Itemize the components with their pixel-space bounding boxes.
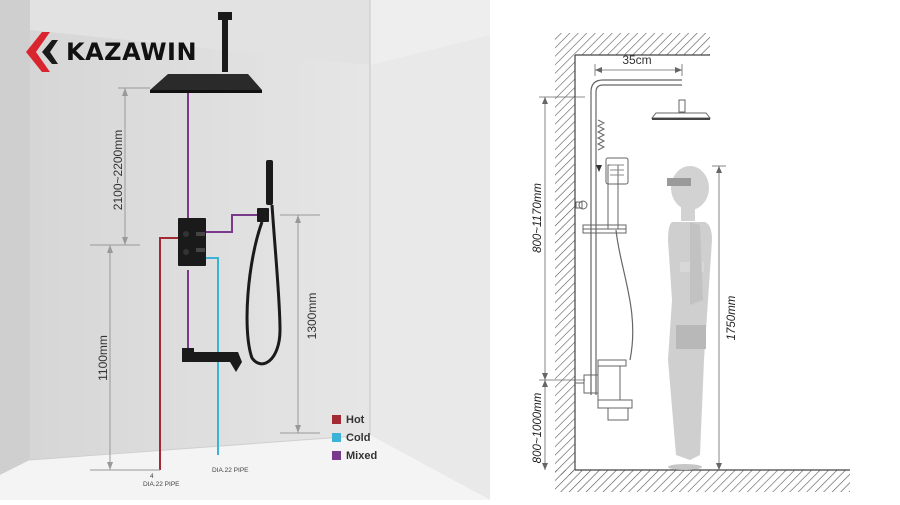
kazawin-chevron-logo-icon: [26, 32, 58, 72]
pipe-legend: Hot Cold Mixed: [332, 414, 377, 462]
legend-label-hot: Hot: [346, 414, 365, 426]
hand-shower: [245, 160, 282, 366]
upper-range-label: 800~1170mm: [532, 183, 544, 253]
valve-height-label: 1100mm: [96, 335, 110, 381]
mixed-pipe-handshower: [205, 214, 262, 233]
person-height-label: 1750mm: [726, 295, 738, 340]
ceiling-height-label: 2100~2200mm: [111, 130, 125, 210]
cold-pipe: [205, 257, 219, 455]
legend-swatch-mixed: [332, 451, 341, 460]
brand-logo: KAZAWIN: [20, 30, 197, 74]
shower-hose: [245, 204, 282, 366]
left-dimensions: [90, 87, 320, 471]
slide-bar-height-label: 1300mm: [305, 293, 319, 340]
right-diagram: [539, 33, 850, 492]
tub-spout: [182, 348, 242, 372]
wall-hatch: [555, 55, 575, 475]
floor-hatch: [555, 470, 850, 492]
hand-shower-right: [605, 157, 629, 185]
mixing-valve: [178, 218, 206, 266]
legend-swatch-cold: [332, 433, 341, 442]
lower-range-label: 800~1000mm: [532, 392, 544, 463]
pipes: [159, 90, 262, 470]
brand-name: KAZAWIN: [66, 38, 198, 66]
ceiling-hatch: [555, 33, 710, 55]
floor: [0, 435, 490, 500]
left-pipe-label: 4 DIA.22 PIPE: [143, 473, 180, 488]
rain-shower-head: [150, 12, 262, 93]
arm-length-label: 35cm: [622, 53, 651, 67]
hot-pipe: [159, 237, 178, 470]
rain-head-right: [652, 118, 710, 120]
ceiling: [30, 0, 370, 65]
right-pipe-label: DIA.22 PIPE: [212, 467, 249, 474]
legend-swatch-hot: [332, 415, 341, 424]
legend-label-mixed: Mixed: [346, 450, 377, 462]
left-wall: [0, 0, 30, 475]
legend-label-cold: Cold: [346, 432, 370, 444]
person-silhouette: [667, 166, 712, 470]
